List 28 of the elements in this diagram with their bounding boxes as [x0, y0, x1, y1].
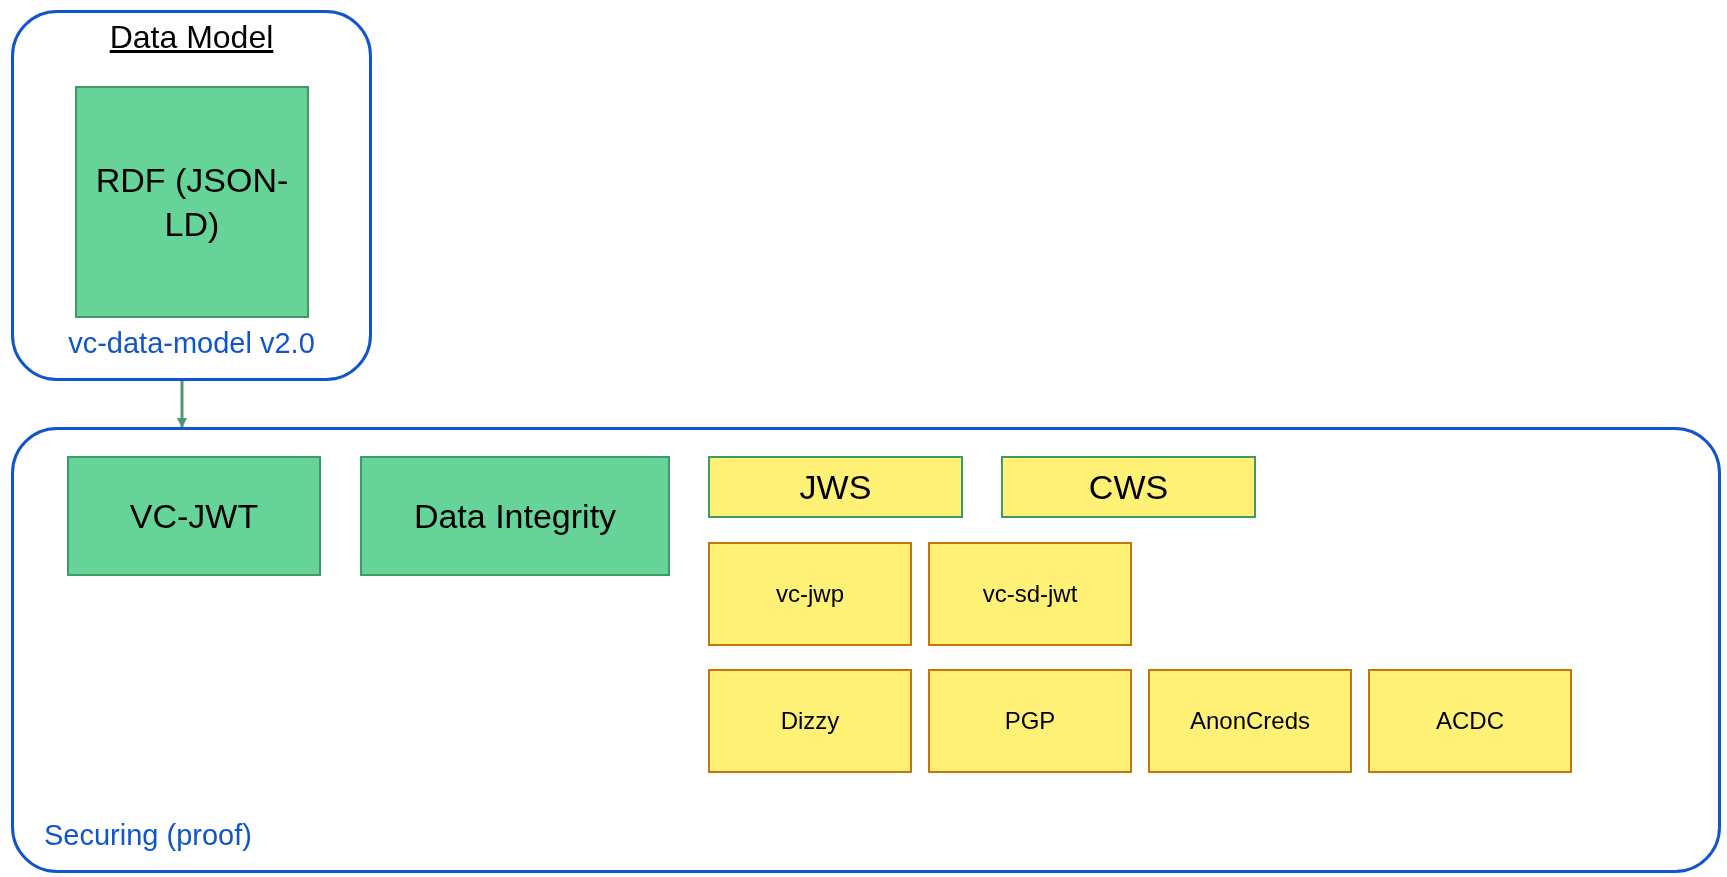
box-label: vc-sd-jwt [982, 579, 1078, 610]
arrow [177, 381, 187, 428]
spec-box [928, 669, 1132, 773]
spec-box [1001, 456, 1256, 518]
group-heading: Data Model [108, 19, 275, 56]
spec-box [928, 542, 1132, 646]
box-label: PGP [1004, 706, 1056, 737]
spec-box [708, 542, 912, 646]
box-label: CWS [1088, 466, 1169, 508]
box-label: vc-jwp [776, 579, 844, 610]
group-label: vc-data-model v2.0 [67, 327, 316, 360]
group-container [11, 10, 372, 381]
box-label: ACDC [1436, 706, 1504, 737]
box-label: JWS [799, 466, 872, 508]
box-label: VC-JWT [129, 495, 259, 537]
group-label: Securing (proof) [44, 819, 252, 852]
spec-box [1148, 669, 1352, 773]
spec-box [1368, 669, 1572, 773]
box-label: RDF (JSON-LD) [94, 159, 290, 245]
group-container [11, 427, 1721, 873]
box-label: Data Integrity [413, 495, 617, 537]
box-label: Dizzy [780, 706, 840, 737]
spec-box [360, 456, 670, 576]
box-label: AnonCreds [1189, 706, 1311, 737]
spec-box [75, 86, 309, 318]
spec-box [708, 456, 963, 518]
spec-box [708, 669, 912, 773]
spec-box [67, 456, 321, 576]
